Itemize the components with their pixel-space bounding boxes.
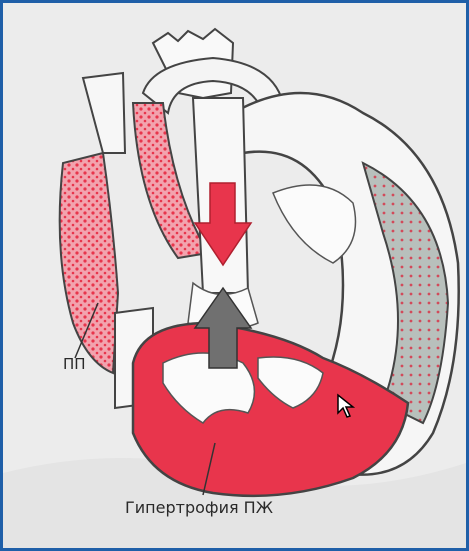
label-right-atrium: ПП bbox=[63, 355, 86, 373]
mouse-pointer-icon bbox=[336, 393, 358, 419]
heart-diagram bbox=[3, 3, 466, 548]
label-rv-hypertrophy: Гипертрофия ПЖ bbox=[125, 498, 273, 517]
